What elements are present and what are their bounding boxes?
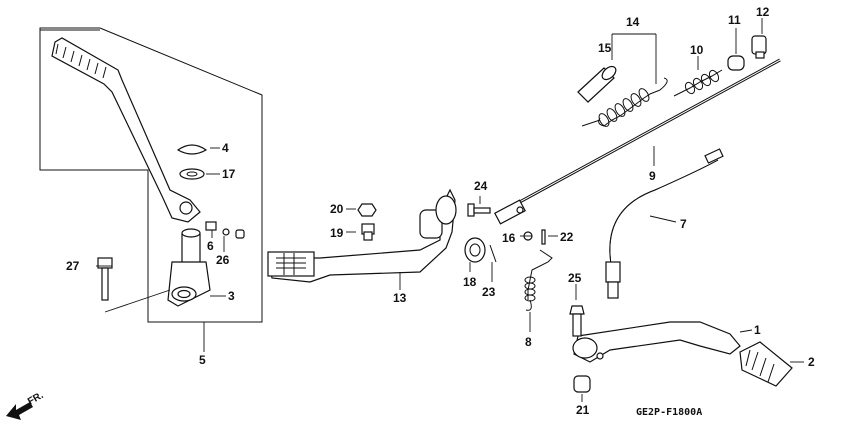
callout-6: 6 [207, 239, 214, 253]
callout-5: 5 [199, 353, 206, 367]
snap-ring [176, 144, 208, 155]
callout-11: 11 [728, 13, 741, 27]
callout-3: 3 [228, 289, 235, 303]
callout-23: 23 [482, 285, 496, 299]
washer [179, 168, 205, 180]
callout-10: 10 [690, 43, 704, 57]
callout-7: 7 [680, 217, 687, 231]
oil-seal [464, 237, 486, 263]
callout-27: 27 [66, 259, 80, 273]
callout-15: 15 [598, 41, 612, 55]
return-spring [673, 69, 723, 97]
pin [222, 228, 230, 236]
cap-21 [573, 375, 591, 393]
bolt-19 [361, 223, 375, 241]
stop-switch [605, 148, 724, 299]
callout-2: 2 [808, 355, 815, 369]
callout-17: 17 [222, 167, 236, 181]
callout-8: 8 [525, 335, 532, 349]
cotter-pin [489, 244, 497, 263]
bolt [97, 257, 113, 301]
brake-pedal [267, 188, 457, 283]
spring-assembly [581, 77, 668, 127]
front-label: FR. [26, 390, 46, 408]
callout-22: 22 [560, 230, 574, 244]
kick-lever [51, 37, 201, 223]
small-spring [205, 221, 217, 231]
diagram-code: GE2P-F1800A [636, 407, 702, 418]
callout-1: 1 [754, 323, 761, 337]
callout-16: 16 [502, 231, 516, 245]
callout-19: 19 [330, 226, 344, 240]
callout-labels: 1 2 3 4 5 6 7 8 9 10 11 12 13 14 15 16 1… [66, 5, 815, 417]
brake-return-spring [524, 249, 553, 311]
kick-arm [167, 228, 211, 307]
callout-4: 4 [222, 141, 229, 155]
nut [357, 203, 377, 217]
callout-13: 13 [393, 291, 407, 305]
shift-pedal [572, 321, 741, 363]
callout-24: 24 [474, 179, 488, 193]
callout-9: 9 [649, 169, 656, 183]
collar [727, 55, 745, 71]
joint-pin [467, 203, 491, 217]
shift-rubber [739, 341, 793, 387]
front-direction-arrow: FR. [6, 390, 46, 420]
kick-assembly-frame [39, 27, 263, 323]
brake-rod [494, 58, 781, 225]
callout-20: 20 [330, 202, 344, 216]
callout-18: 18 [463, 275, 477, 289]
callout-21: 21 [576, 403, 590, 417]
cotter-22 [541, 229, 546, 245]
callout-26: 26 [216, 253, 230, 267]
callout-12: 12 [756, 5, 770, 19]
rubber-tube [577, 65, 617, 103]
callout-14: 14 [626, 15, 640, 29]
bolt-25 [569, 305, 585, 337]
adjust-nut [751, 35, 767, 59]
callout-25: 25 [568, 271, 582, 285]
